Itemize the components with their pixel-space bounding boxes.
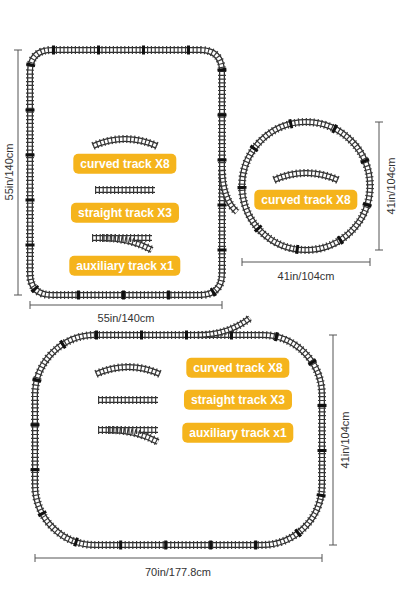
track-label-text: curved track X8	[261, 193, 350, 207]
track-label-text: curved track X8	[80, 157, 169, 171]
dimension-label: 41in/104cm	[276, 270, 337, 282]
dimension-label: 41in/104cm	[385, 156, 397, 217]
track-label-box: curved track X8	[73, 154, 176, 174]
track-label-text: straight track X3	[191, 393, 285, 407]
track-label-box: straight track X3	[71, 203, 179, 223]
track-label-text: auxiliary track x1	[189, 426, 286, 440]
track-label-box: auxiliary track x1	[69, 256, 180, 276]
track-label-box: curved track X8	[254, 190, 357, 210]
track-label-text: auxiliary track x1	[76, 259, 173, 273]
track-label-box: straight track X3	[184, 390, 292, 410]
track-label-text: curved track X8	[193, 361, 282, 375]
oval-layout	[35, 318, 322, 545]
dimension-label: 41in/104cm	[339, 410, 351, 471]
track-label-box: curved track X8	[186, 358, 289, 378]
track-label-box: auxiliary track x1	[182, 423, 293, 443]
dimension-label: 70in/177.8cm	[143, 566, 213, 578]
dimension-lines	[14, 50, 383, 562]
dimension-label: 55in/140cm	[96, 312, 157, 324]
dimension-label: 55in/140cm	[3, 142, 15, 203]
track-label-text: straight track X3	[78, 206, 172, 220]
track-icons	[92, 139, 338, 442]
square-layout	[30, 50, 237, 295]
circle-layout	[242, 122, 370, 250]
